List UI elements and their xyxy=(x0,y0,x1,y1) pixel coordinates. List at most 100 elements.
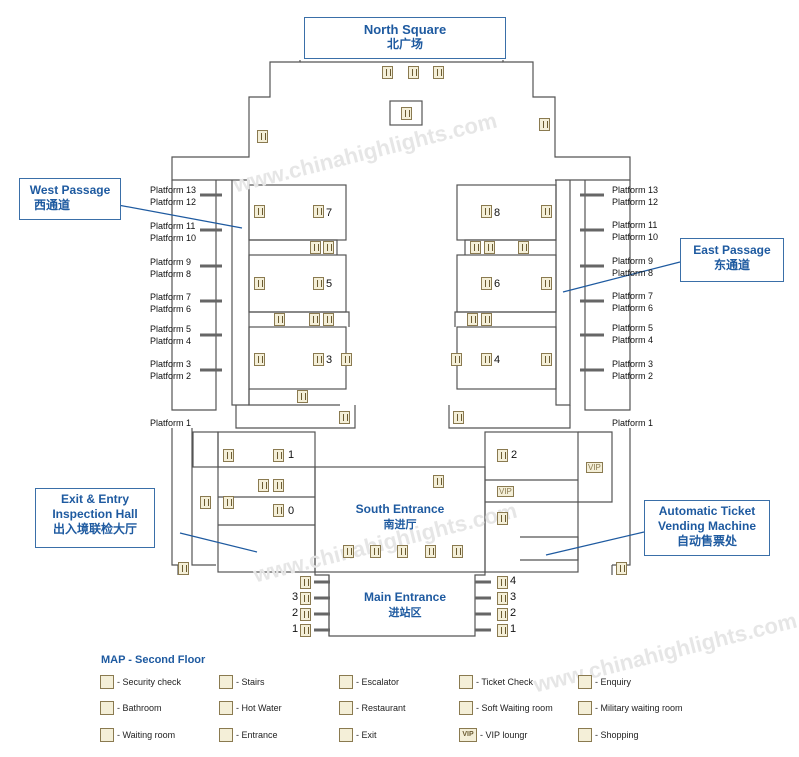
shopping-icon xyxy=(578,728,592,742)
legend-item: - Exit xyxy=(339,727,377,743)
entrance-number: 3 xyxy=(292,591,299,603)
hot-water-icon xyxy=(323,241,334,254)
waiting-room-number: 1 xyxy=(288,449,295,461)
military-waiting-room-icon xyxy=(453,411,464,424)
waiting-room-number: 0 xyxy=(288,505,295,517)
west-passage-label: West Passage 西通道 xyxy=(19,178,121,220)
exit-icon xyxy=(178,562,189,575)
entrance-number: 3 xyxy=(510,591,517,603)
ticket-check-icon xyxy=(254,353,265,366)
legend-item: - Entrance xyxy=(219,727,278,743)
security-check-icon xyxy=(433,66,444,79)
exit-icon xyxy=(616,562,627,575)
entrance-number: 1 xyxy=(292,623,299,635)
exit-icon xyxy=(339,728,353,742)
waiting-room-number: 4 xyxy=(494,354,501,366)
enquiry-icon xyxy=(578,675,592,689)
legend-title: MAP - Second Floor xyxy=(101,654,206,666)
bathroom-icon xyxy=(467,313,478,326)
waiting-room-number: 6 xyxy=(494,278,501,290)
legend-item: - Stairs xyxy=(219,674,265,690)
vip-icon: VIP xyxy=(497,486,514,497)
bathroom-icon xyxy=(100,701,114,715)
ticket-check-icon xyxy=(459,675,473,689)
ticket-check-icon xyxy=(254,277,265,290)
entrance-icon xyxy=(497,608,508,621)
security-check-icon xyxy=(452,545,463,558)
entrance-number: 2 xyxy=(292,607,299,619)
security-check-icon xyxy=(343,545,354,558)
enquiry-icon xyxy=(341,353,352,366)
vip-icon: VIP xyxy=(586,462,603,473)
ticket-machine-label: Automatic Ticket Vending Machine 自动售票处 xyxy=(644,500,770,556)
entrance-icon xyxy=(497,592,508,605)
platform-1-east: Platform 1 xyxy=(612,418,654,428)
hot-water-icon xyxy=(219,701,233,715)
security-check-icon xyxy=(408,66,419,79)
entrance-number: 2 xyxy=(510,607,517,619)
hot-water-icon xyxy=(273,479,284,492)
legend-item: - Shopping xyxy=(578,727,639,743)
vip-icon: VIP xyxy=(459,728,477,742)
waiting-room-icon xyxy=(100,728,114,742)
legend-item: - Waiting room xyxy=(100,727,175,743)
legend-item: - Escalator xyxy=(339,674,399,690)
bathroom-icon xyxy=(470,241,481,254)
bathroom-icon xyxy=(258,479,269,492)
ticket-check-icon xyxy=(541,277,552,290)
legend-item: - Hot Water xyxy=(219,700,282,716)
ticket-check-icon xyxy=(541,353,552,366)
security-check-icon xyxy=(425,545,436,558)
waiting-room-icon xyxy=(497,449,508,462)
enquiry-icon xyxy=(451,353,462,366)
waiting-room-icon xyxy=(313,205,324,218)
hot-water-icon xyxy=(274,313,285,326)
ticket-check-icon xyxy=(541,205,552,218)
waiting-room-icon xyxy=(481,205,492,218)
stairs-icon xyxy=(257,130,268,143)
legend-item: - Ticket Check xyxy=(459,674,533,690)
legend-item: VIP- VIP loungr xyxy=(459,727,527,743)
waiting-room-icon xyxy=(481,353,492,366)
bathroom-icon xyxy=(309,313,320,326)
exit-entry-hall-label: Exit & Entry Inspection Hall 出入境联检大厅 xyxy=(35,488,155,548)
legend-item: - Bathroom xyxy=(100,700,162,716)
security-check-icon xyxy=(370,545,381,558)
waiting-room-icon xyxy=(313,353,324,366)
hot-water-icon xyxy=(484,241,495,254)
escalator-icon xyxy=(401,107,412,120)
bathroom-icon xyxy=(323,313,334,326)
military-waiting-room-icon xyxy=(578,701,592,715)
shopping-icon xyxy=(297,390,308,403)
entrance-number: 4 xyxy=(510,575,517,587)
south-entrance-label: South Entrance 南进厅 xyxy=(355,502,445,531)
legend-item: - Security check xyxy=(100,674,181,690)
entrance-icon xyxy=(300,576,311,589)
ticket-check-icon xyxy=(254,205,265,218)
legend-item: - Soft Waiting room xyxy=(459,700,553,716)
waiting-room-icon xyxy=(313,277,324,290)
entrance-icon xyxy=(497,576,508,589)
entrance-icon xyxy=(339,411,350,424)
waiting-room-number: 7 xyxy=(326,207,333,219)
north-square-label: North Square 北广场 xyxy=(304,17,506,59)
soft-waiting-room-icon xyxy=(459,701,473,715)
waiting-room-number: 3 xyxy=(326,354,333,366)
restaurant-icon xyxy=(339,701,353,715)
entrance-icon xyxy=(300,624,311,637)
east-passage-label: East Passage 东通道 xyxy=(680,238,784,282)
ticket-check-icon xyxy=(433,475,444,488)
entrance-number: 1 xyxy=(510,623,517,635)
entrance-icon xyxy=(497,624,508,637)
